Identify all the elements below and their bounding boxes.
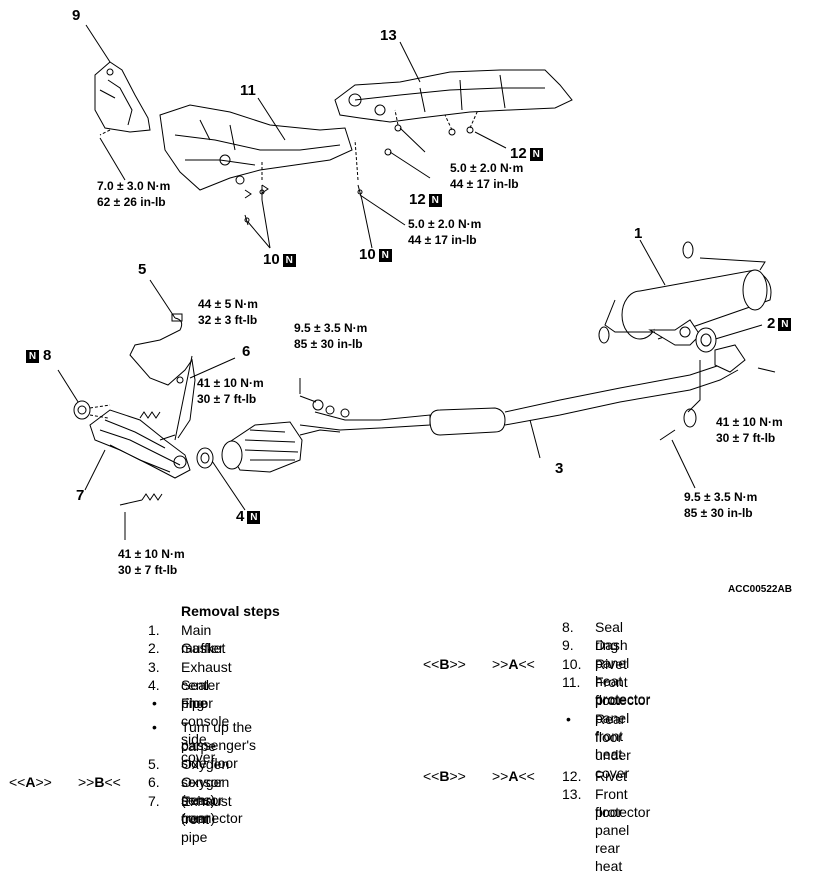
bullet: • [152, 719, 157, 735]
callout-1: 1 [634, 225, 643, 242]
exhaust-system-diagram [57, 24, 776, 540]
front-floor-rear-heat-protector [334, 69, 573, 123]
n-mark: N [529, 147, 543, 161]
rivets [244, 124, 474, 226]
service-mark: <<B>> [423, 768, 466, 784]
steps-title: Removal steps [181, 603, 280, 619]
n-mark: N [247, 510, 261, 524]
exhaust-front-pipe [89, 409, 191, 479]
seal-ring-4 [196, 447, 214, 469]
figure-code: ACC00522AB [728, 584, 792, 595]
catalytic-converter [221, 395, 350, 473]
n-mark: N [378, 248, 392, 262]
main-muffler [598, 241, 772, 346]
callout-3: 3 [555, 460, 564, 477]
callout-6: 6 [242, 343, 251, 360]
gasket [695, 327, 717, 353]
bullet: • [152, 695, 157, 711]
n-mark: N [778, 317, 792, 331]
oxygen-sensor-harness [129, 313, 196, 439]
bullet: • [566, 711, 571, 727]
leader-lines [57, 24, 763, 540]
service-mark: >>A<< [492, 768, 535, 784]
callout-7: 7 [76, 487, 85, 504]
service-mark: >>B<< [78, 774, 121, 790]
service-mark: <<A>> [9, 774, 52, 790]
rivet-guide-lines [99, 109, 479, 181]
service-mark: >>A<< [492, 656, 535, 672]
front-floor-front-heat-protector [159, 104, 353, 191]
exhaust-center-pipe [299, 344, 746, 436]
callout-11: 11 [240, 82, 256, 99]
springs-and-bolts [119, 367, 776, 506]
seal-ring-8 [73, 400, 111, 420]
n-mark: N [282, 253, 296, 267]
service-mark: <<B>> [423, 656, 466, 672]
callout-5: 5 [138, 261, 147, 278]
n-mark: N [428, 193, 442, 207]
n-mark: N [26, 349, 39, 363]
callout-9: 9 [72, 7, 81, 24]
dash-panel-heat-protector [94, 61, 151, 133]
callout-13: 13 [380, 27, 397, 44]
